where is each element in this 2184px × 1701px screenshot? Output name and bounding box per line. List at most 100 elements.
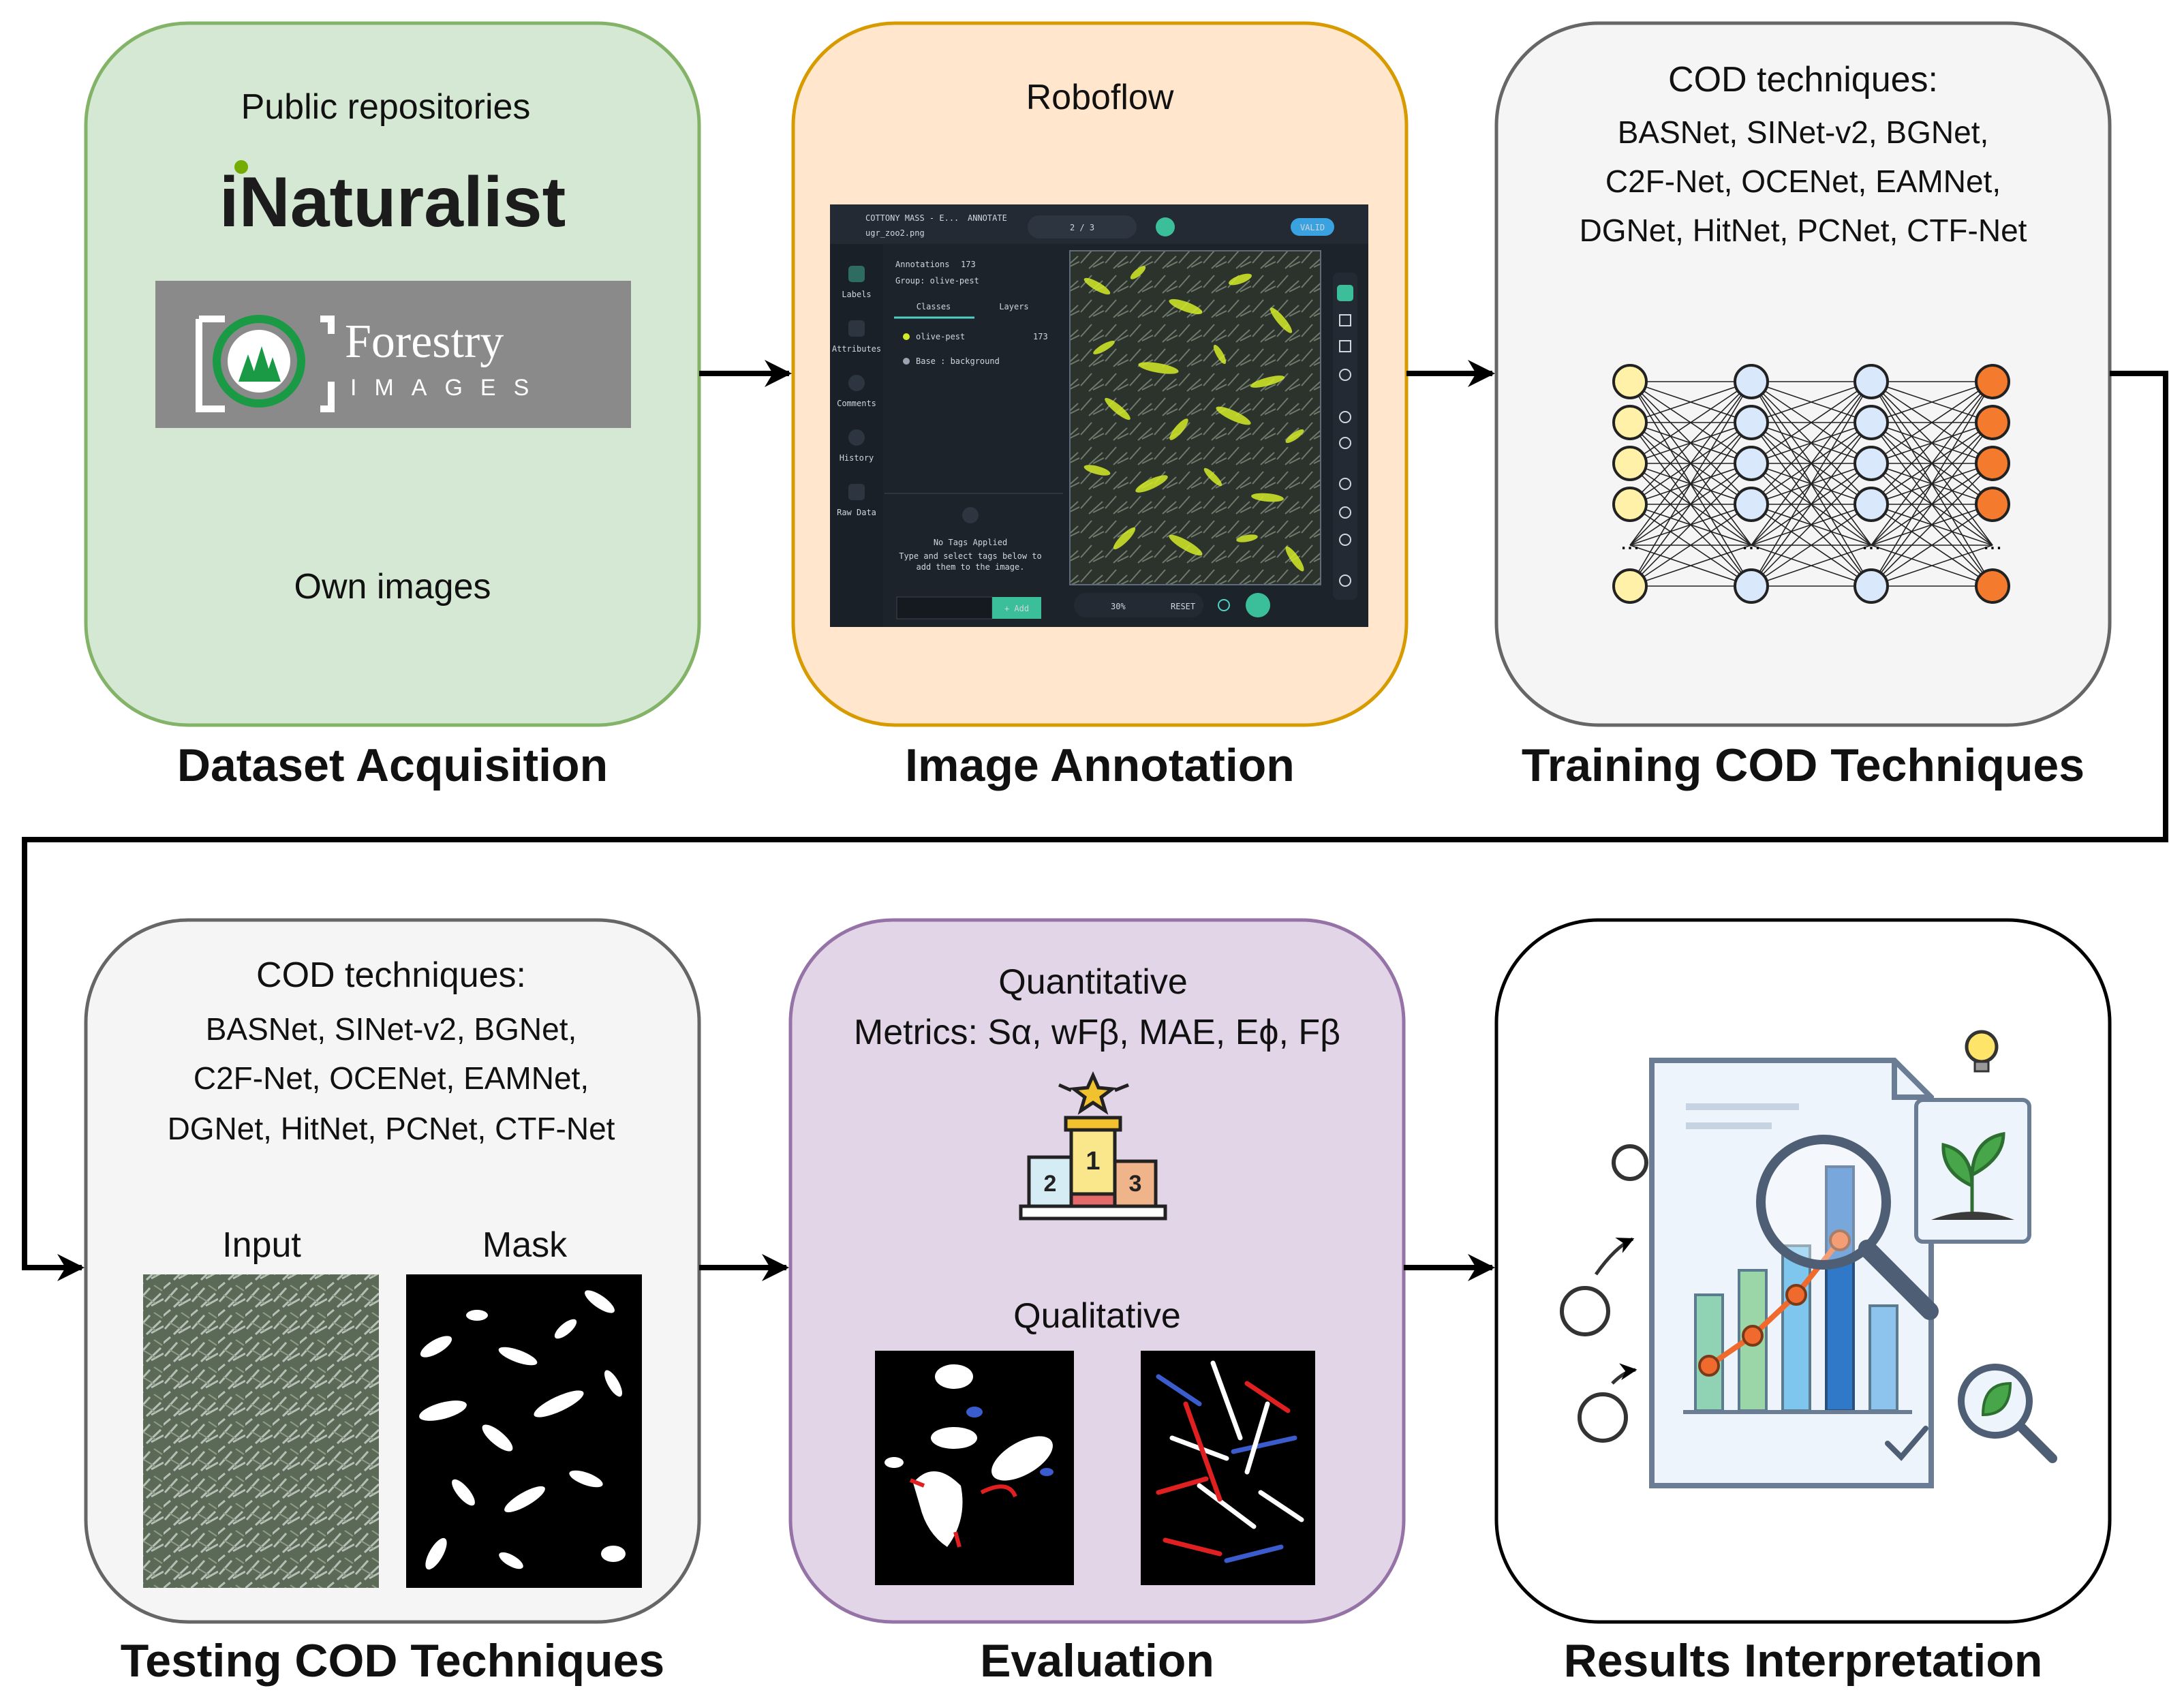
sidebar-comments-icon[interactable] <box>848 375 865 391</box>
repeat-tool-icon[interactable] <box>1339 369 1351 381</box>
nn-ellipsis: ... <box>1620 529 1640 555</box>
add-tag-button[interactable] <box>992 597 1041 619</box>
nn-edge <box>1871 381 1993 423</box>
flow-arrows <box>22 360 2168 1281</box>
comment-tool-icon[interactable] <box>1339 478 1351 490</box>
annotated-image <box>1069 250 1321 585</box>
zoom-level: 30% <box>1111 602 1126 611</box>
no-tags-hint-1: Type and select tags below to <box>899 551 1042 561</box>
sidebar-item-attributes[interactable]: Attributes <box>832 344 881 354</box>
sidebar-item-comments[interactable]: Comments <box>837 399 876 408</box>
nn-node <box>1612 487 1648 522</box>
podium-star-icon <box>1069 1071 1117 1115</box>
redo-icon[interactable] <box>1339 534 1351 546</box>
nn-edge <box>1871 381 1993 587</box>
nn-node <box>1612 405 1648 440</box>
nn-edge <box>1871 381 1993 464</box>
class-olive-pest[interactable]: olive-pest <box>916 332 965 341</box>
nn-edge <box>1629 463 1752 587</box>
neural-network-nodes: ............ <box>1612 364 2010 604</box>
tab-layers[interactable]: Layers <box>999 302 1028 311</box>
metrics-line: Metrics: Sα, wFβ, MAE, Eϕ, Fβ <box>854 1013 1340 1052</box>
class-background-dot <box>903 358 910 365</box>
sidebar-item-raw-data[interactable]: Raw Data <box>837 508 876 517</box>
tag-input[interactable] <box>896 596 993 619</box>
training-techniques-line-1: BASNet, SINet-v2, BGNet, <box>1618 114 1989 150</box>
keyboard-icon[interactable] <box>1246 593 1270 617</box>
sun-icon[interactable] <box>1218 599 1230 611</box>
nn-node <box>1734 405 1769 440</box>
sidebar-raw-data-icon[interactable] <box>848 484 865 500</box>
annotations-count: 173 <box>961 260 976 269</box>
input-image <box>143 1274 379 1588</box>
arrow-training-to-testing <box>22 371 2168 1281</box>
nn-edge <box>1751 381 1872 423</box>
sidebar-item-history[interactable]: History <box>840 453 874 463</box>
report-document-fold <box>1892 1060 1931 1100</box>
nn-edge <box>1629 381 1752 423</box>
podium-spark-left <box>1058 1083 1073 1092</box>
roboflow-screenshot: COTTONY MASS - E... ANNOTATE ugr_zoo2.pn… <box>830 204 1368 627</box>
public-repositories-label: Public repositories <box>241 87 531 127</box>
roboflow-valid-badge[interactable] <box>1291 218 1334 236</box>
inaturalist-dot-icon <box>234 160 248 174</box>
nn-edge <box>1629 381 1752 505</box>
nn-node <box>1734 568 1769 604</box>
smart-tool-icon[interactable] <box>1339 411 1351 423</box>
sidebar-labels-icon[interactable] <box>848 266 865 282</box>
nn-edge <box>1751 381 1872 464</box>
plant-icon <box>1941 1132 2005 1216</box>
testing-techniques-line-1: BASNet, SINet-v2, BGNet, <box>206 1011 577 1047</box>
nn-node <box>1734 487 1769 522</box>
nn-ellipsis: ... <box>1862 529 1881 555</box>
box-tool-icon[interactable] <box>1339 314 1351 326</box>
polygon-tool-icon[interactable] <box>1339 340 1351 352</box>
nn-edge <box>1871 381 1993 505</box>
sidebar-attributes-icon[interactable] <box>848 320 865 337</box>
evaluation-title: Evaluation <box>980 1635 1214 1687</box>
hide-icon[interactable] <box>1339 574 1351 587</box>
nn-node <box>1854 405 1889 440</box>
magic-tool-icon[interactable] <box>1339 437 1351 449</box>
class-background[interactable]: Base : background <box>916 356 1000 366</box>
roboflow-valid-label: VALID <box>1300 223 1325 232</box>
roboflow-pager-box[interactable] <box>1028 215 1137 239</box>
nn-edge <box>1629 381 1752 587</box>
roboflow-pager: 2 / 3 <box>1070 223 1094 232</box>
tab-classes[interactable]: Classes <box>917 302 951 311</box>
sidebar-item-labels[interactable]: Labels <box>842 290 871 299</box>
sidebar-history-icon[interactable] <box>848 429 865 446</box>
nn-node <box>1975 568 2010 604</box>
neural-network-icon: ............ <box>1612 364 2010 604</box>
class-olive-pest-dot <box>903 333 910 340</box>
gauge-arrow-1 <box>1594 1237 1635 1276</box>
forestry-images-logo: Forestry IMAGES <box>155 281 631 428</box>
nn-node <box>1975 405 2010 440</box>
magnifier-handle <box>1858 1240 1939 1320</box>
testing-techniques-heading: COD techniques: <box>256 955 526 995</box>
nn-edge <box>1629 504 1752 587</box>
forestry-logo-bottom: IMAGES <box>350 375 547 401</box>
canvas-toolbar <box>1333 273 1357 600</box>
reset-button[interactable]: RESET <box>1171 602 1195 611</box>
neural-network-edges <box>1629 381 1993 587</box>
hand-tool-icon[interactable] <box>1337 285 1353 301</box>
nn-node <box>1612 446 1648 481</box>
training-techniques-heading: COD techniques: <box>1668 60 1938 99</box>
nn-edge <box>1871 463 1993 587</box>
leaf-icon <box>1981 1381 2012 1417</box>
trend-point-4 <box>1829 1229 1851 1251</box>
trend-point-1 <box>1698 1355 1720 1377</box>
roboflow-check-icon[interactable] <box>1156 217 1175 236</box>
roboflow-annotations-panel: Annotations 173 Group: olive-pest Classe… <box>885 260 1063 619</box>
training-techniques-line-2: C2F-Net, OCENet, EAMNet, <box>1605 164 2001 199</box>
annotation-title: Image Annotation <box>905 739 1295 791</box>
results-bar-3 <box>1781 1244 1811 1412</box>
training-techniques-line-3: DGNet, HitNet, PCNet, CTF-Net <box>1580 213 2027 248</box>
undo-icon[interactable] <box>1339 506 1351 519</box>
dataset-title: Dataset Acquisition <box>177 739 608 791</box>
gauge-icon-middle <box>1560 1286 1610 1336</box>
roboflow-filename: ugr_zoo2.png <box>865 228 925 238</box>
podium-second <box>1027 1155 1073 1208</box>
